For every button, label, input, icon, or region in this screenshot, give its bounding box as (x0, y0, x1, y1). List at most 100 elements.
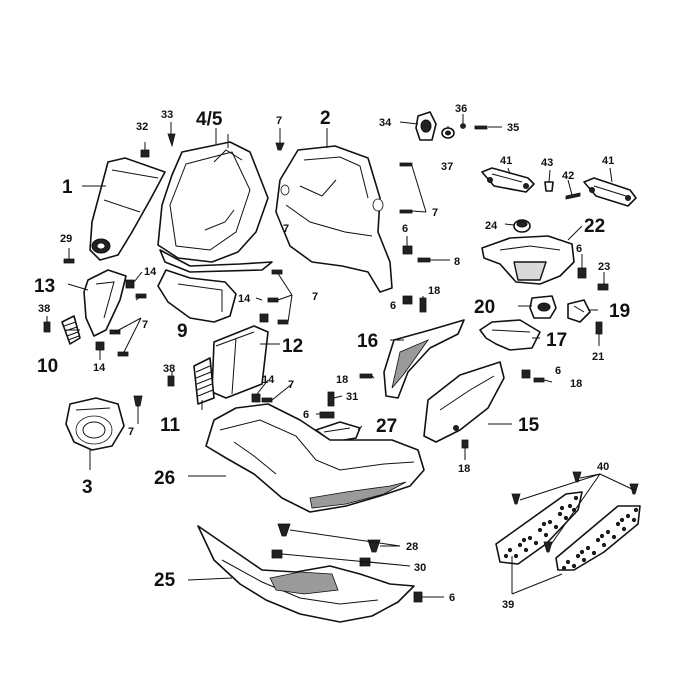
part-28-screw (277, 523, 291, 537)
label-14: 14 (262, 374, 275, 386)
label-35: 35 (507, 122, 519, 134)
part-42-screw (565, 192, 581, 200)
part-34-clip (415, 111, 437, 141)
part-6-clip (521, 369, 531, 379)
label-39: 39 (502, 599, 514, 611)
label-7: 7 (276, 115, 282, 127)
part-18-screw (533, 377, 545, 383)
label-26: 26 (154, 468, 175, 489)
part-7-screw (399, 162, 413, 167)
label-32: 32 (136, 121, 148, 133)
part-11-grille (193, 357, 215, 405)
label-6: 6 (390, 300, 396, 312)
label-28: 28 (406, 541, 418, 553)
part-40-screw (511, 493, 521, 505)
part-41-bracket-right (583, 177, 637, 207)
mat-left-holes (503, 495, 579, 559)
label-6: 6 (449, 592, 455, 604)
part-7-screw (275, 142, 285, 151)
label-6: 6 (576, 243, 582, 255)
part-37-grommet (441, 127, 455, 139)
label-20: 20 (474, 297, 495, 318)
part-29-screw (63, 258, 75, 264)
label-18: 18 (570, 378, 582, 390)
part-7-screw (133, 395, 143, 407)
part-7-screw (261, 397, 273, 403)
part-14-clip (259, 313, 269, 323)
part-23-screw (597, 283, 609, 291)
label-31: 31 (346, 391, 358, 403)
label-38: 38 (38, 303, 50, 315)
label-18: 18 (458, 463, 470, 475)
label-10: 10 (37, 356, 58, 377)
label-8: 8 (454, 256, 460, 268)
label-7: 7 (312, 291, 318, 303)
part-38-screw (43, 321, 51, 333)
part-15-side-panel (423, 361, 505, 443)
callout-labels: 1 4/5 2 32 33 7 34 36 35 37 7 6 8 6 18 4… (34, 103, 630, 611)
label-14: 14 (238, 293, 251, 305)
label-4-5: 4/5 (196, 109, 223, 130)
label-38: 38 (163, 363, 175, 375)
label-6: 6 (402, 223, 408, 235)
part-18-screw (359, 373, 373, 379)
label-42: 42 (562, 170, 574, 182)
part-14-clip (125, 279, 135, 289)
label-29: 29 (60, 233, 72, 245)
label-21: 21 (592, 351, 604, 363)
part-40-screw (572, 471, 582, 483)
label-1: 1 (62, 177, 73, 198)
label-13: 13 (34, 276, 55, 297)
part-9-inner-panel (157, 269, 237, 323)
label-7: 7 (288, 379, 294, 391)
part-19-lens (567, 299, 591, 323)
part-6-clip (402, 245, 413, 255)
part-13-trim (83, 269, 127, 337)
part-36-screw (460, 123, 466, 129)
leader-lines (46, 114, 635, 598)
part-18-screw (461, 439, 469, 449)
label-18: 18 (428, 285, 440, 297)
label-40: 40 (597, 461, 609, 473)
label-16: 16 (357, 331, 378, 352)
label-9: 9 (177, 321, 188, 342)
part-39-floor-mat-right (555, 505, 641, 571)
label-23: 23 (598, 261, 610, 273)
label-6: 6 (303, 409, 309, 421)
label-43: 43 (541, 157, 553, 169)
part-27-bracket (315, 421, 361, 443)
part-38-screw (167, 375, 175, 387)
label-24: 24 (485, 220, 498, 232)
label-14: 14 (93, 362, 106, 374)
label-33: 33 (161, 109, 173, 121)
label-2: 2 (320, 108, 331, 129)
part-8-screw (417, 257, 431, 263)
label-37: 37 (441, 161, 453, 173)
part-25-lower-cowl (197, 525, 415, 623)
part-26-floor-panel (205, 403, 425, 513)
part-6-clip (319, 411, 335, 419)
part-1-front-shield (89, 157, 166, 261)
part-43-clip (544, 181, 554, 192)
part-24-cap (513, 219, 531, 233)
label-27: 27 (376, 416, 397, 437)
label-6: 6 (555, 365, 561, 377)
part-30-clip (271, 549, 283, 559)
part-20-bezel (529, 295, 557, 319)
label-3: 3 (82, 477, 93, 498)
part-14-clip (251, 393, 261, 403)
part-6-clip (402, 295, 413, 305)
part-22-handlebar-cover (481, 235, 575, 285)
label-19: 19 (609, 301, 630, 322)
label-7: 7 (142, 319, 148, 331)
part-32-clip (140, 149, 150, 158)
label-41: 41 (602, 155, 614, 167)
label-11: 11 (160, 415, 181, 436)
part-31-screw (327, 391, 335, 407)
part-18-screw (419, 297, 427, 313)
part-6-clip (577, 267, 587, 279)
part-21-screw (595, 321, 603, 335)
label-14: 14 (144, 266, 157, 278)
part-33-screw (167, 133, 176, 148)
